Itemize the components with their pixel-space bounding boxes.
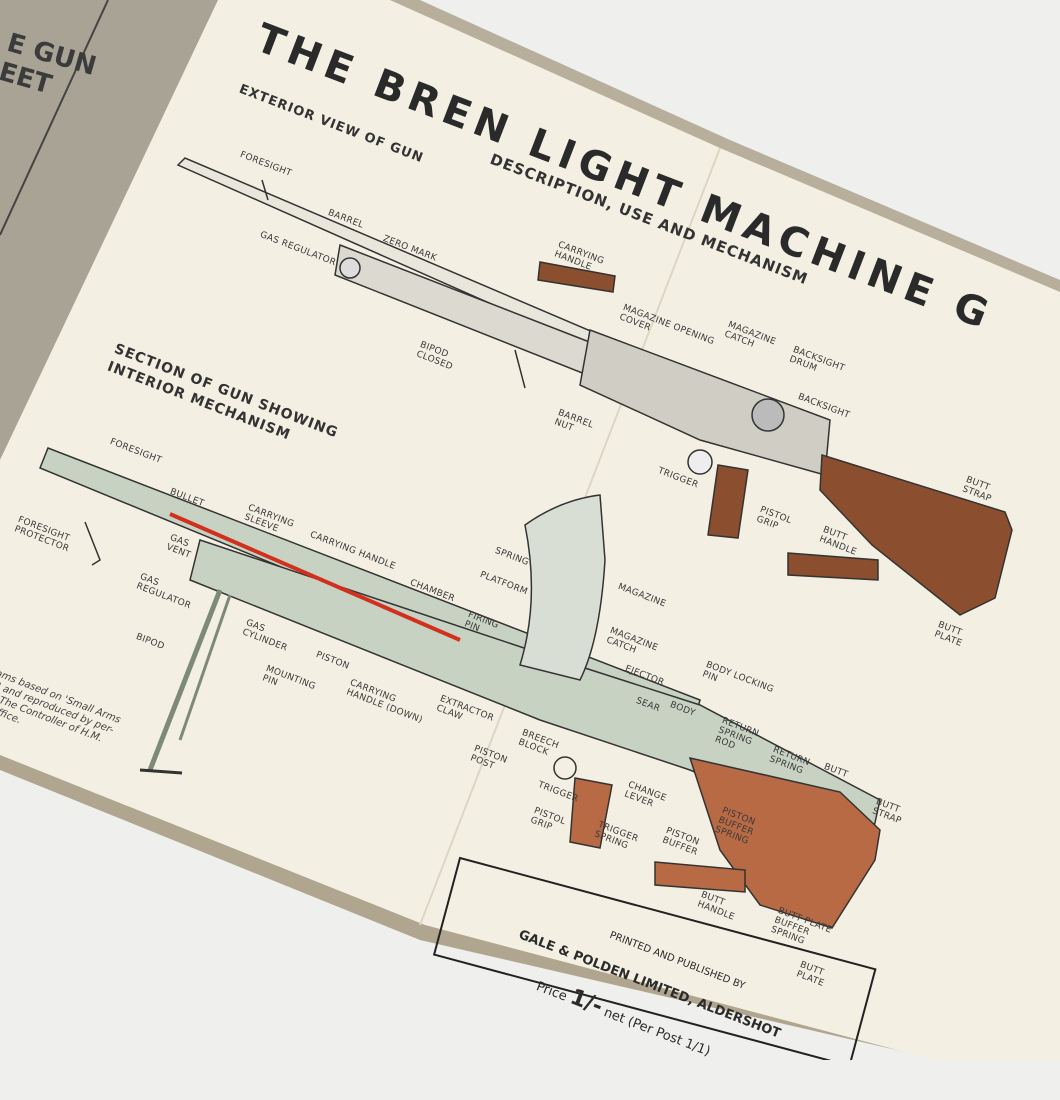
- bipod-leg: [147, 589, 223, 771]
- bullet-path: [169, 512, 461, 642]
- exterior-carrying-handle: [537, 261, 616, 293]
- exterior-butt-handle: [787, 552, 879, 581]
- interior-butt: [688, 756, 881, 929]
- cover-fold-line: [0, 0, 109, 236]
- exterior-gun-diagram: [176, 157, 1013, 616]
- interior-butt-handle: [654, 861, 746, 893]
- exterior-pistol-grip: [707, 464, 749, 539]
- interior-pistol-grip: [569, 777, 613, 849]
- price-value: 1/-: [566, 984, 607, 1020]
- magazine-shape: [519, 494, 606, 681]
- publisher-box: [432, 856, 877, 1060]
- interior-gun-diagram: [39, 447, 881, 929]
- photo-background: [0, 0, 1060, 1060]
- exterior-stock: [819, 453, 1013, 616]
